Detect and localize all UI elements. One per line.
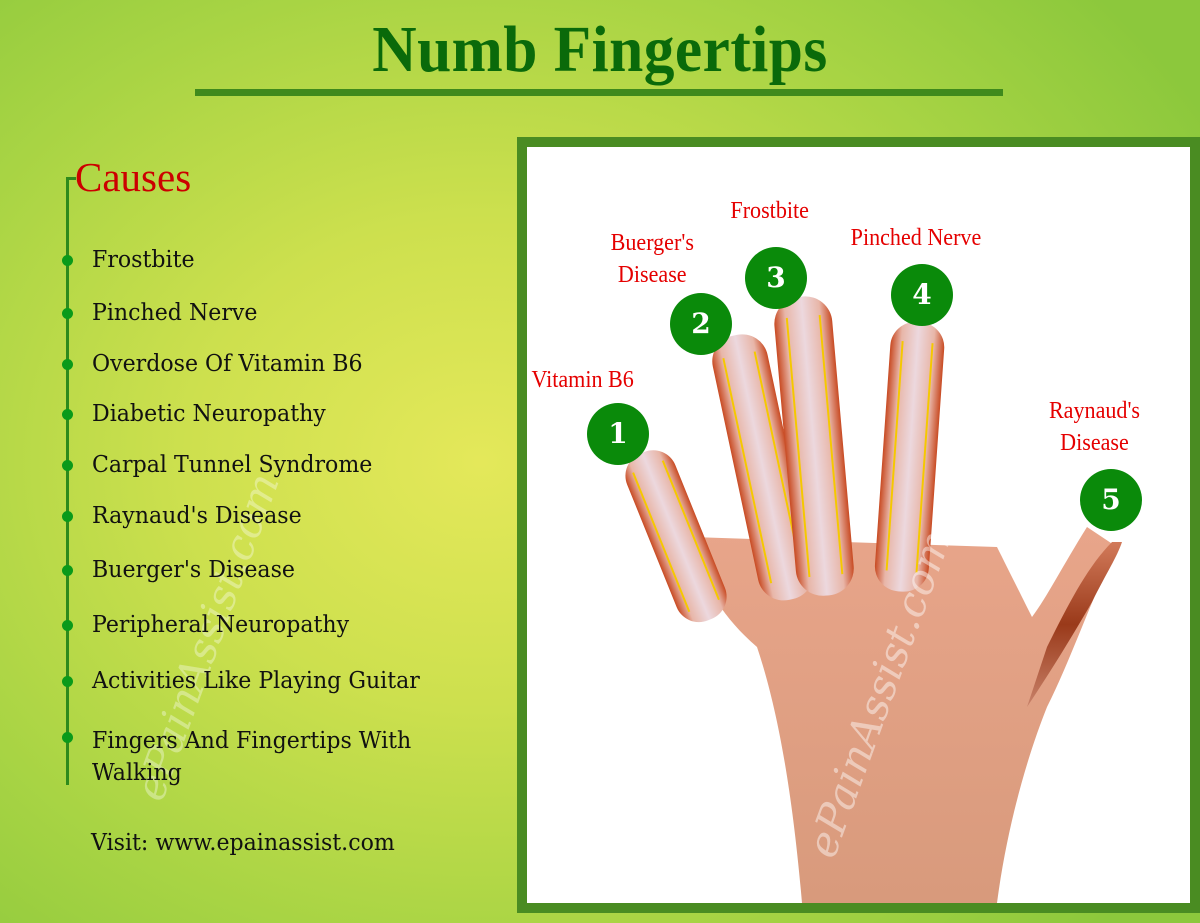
title-underline — [195, 89, 1003, 96]
bullet-icon — [62, 732, 73, 743]
marker-2[interactable]: 2 — [670, 293, 732, 355]
finger-index — [874, 321, 945, 592]
cause-label: Fingers And Fingertips With — [92, 728, 412, 754]
cause-label: Pinched Nerve — [92, 300, 258, 326]
diagram-canvas: ePainAssist.com Vitamin B6 1 Buerger's D… — [527, 147, 1190, 903]
bullet-icon — [62, 308, 73, 319]
bullet-icon — [62, 255, 73, 266]
bullet-icon — [62, 359, 73, 370]
cause-label: Frostbite — [92, 247, 195, 273]
causes-heading: Causes — [75, 154, 192, 200]
marker-1[interactable]: 1 — [587, 403, 649, 465]
label-line: Disease — [1060, 430, 1129, 456]
causes-timeline-tick — [66, 177, 76, 180]
bullet-icon — [62, 620, 73, 631]
label-vitamin-b6: Vitamin B6 — [531, 367, 634, 393]
page-title: Numb Fingertips — [372, 13, 828, 86]
label-line: Buerger's — [610, 230, 694, 256]
diagram-frame: ePainAssist.com Vitamin B6 1 Buerger's D… — [517, 137, 1200, 913]
hand-illustration — [625, 296, 1122, 903]
marker-4[interactable]: 4 — [891, 264, 953, 326]
cause-label: Peripheral Neuropathy — [92, 612, 350, 638]
label-line: Raynaud's — [1048, 398, 1141, 424]
finger-middle — [774, 296, 854, 596]
finger-little — [625, 450, 727, 623]
label-pinched-nerve: Pinched Nerve — [850, 225, 982, 251]
bullet-icon — [62, 409, 73, 420]
cause-label: Overdose Of Vitamin B6 — [92, 351, 363, 377]
bullet-icon — [62, 460, 73, 471]
visit-website-link[interactable]: Visit: www.epainassist.com — [91, 830, 395, 856]
marker-3[interactable]: 3 — [745, 247, 807, 309]
cause-label: Buerger's Disease — [92, 557, 295, 583]
cause-label: Raynaud's Disease — [92, 503, 302, 529]
label-frostbite: Frostbite — [730, 198, 809, 224]
label-line: Disease — [617, 262, 687, 288]
label-raynauds-disease: Raynaud's Disease — [1049, 395, 1140, 459]
thumb-shape — [1027, 542, 1122, 707]
cause-label: Diabetic Neuropathy — [92, 401, 326, 427]
bullet-icon — [62, 565, 73, 576]
cause-label: Carpal Tunnel Syndrome — [92, 452, 373, 478]
marker-5[interactable]: 5 — [1080, 469, 1142, 531]
causes-timeline-line — [66, 177, 69, 785]
cause-label-continued: Walking — [92, 760, 182, 786]
cause-label: Activities Like Playing Guitar — [92, 668, 420, 694]
bullet-icon — [62, 676, 73, 687]
label-buergers-disease: Buerger's Disease — [611, 227, 694, 291]
palm-shape — [692, 527, 1117, 903]
bullet-icon — [62, 511, 73, 522]
